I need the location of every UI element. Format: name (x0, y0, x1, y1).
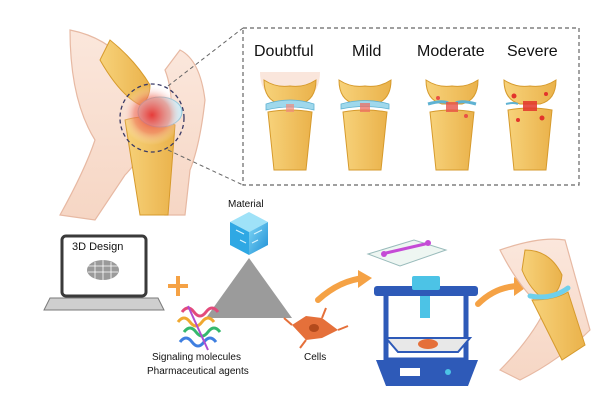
bioprinter-icon (374, 276, 478, 386)
laptop-icon (43, 234, 165, 311)
cells-label: Cells (304, 352, 327, 363)
scaffold-chip-icon (366, 239, 448, 267)
protein-structure-icon (176, 305, 222, 351)
stage-label-moderate: Moderate (417, 43, 485, 60)
signaling-label: Signaling molecules (152, 352, 241, 363)
knee-illustration-top (59, 29, 206, 221)
arrow-to-knee-head (514, 277, 528, 296)
knee-stage-mild (338, 79, 392, 171)
bioink-triangle (206, 258, 292, 318)
knee-stage-severe (503, 79, 557, 171)
callout-line-top (167, 27, 244, 87)
cell-icon (283, 307, 349, 349)
stage-label-doubtful: Doubtful (254, 43, 314, 60)
knee-stage-moderate (425, 79, 479, 171)
arrow-to-printer (315, 275, 368, 303)
stage-label-severe: Severe (507, 43, 558, 60)
material-label: Material (228, 199, 264, 210)
pharma-label: Pharmaceutical agents (147, 366, 249, 377)
plus-icon (168, 276, 188, 296)
stage-label-mild: Mild (352, 43, 382, 60)
knee-stage-doubtful (260, 72, 320, 171)
design-label: 3D Design (72, 241, 124, 253)
material-cube-icon (230, 212, 268, 255)
mesh-model-icon (87, 260, 119, 281)
repaired-knee-illustration (498, 238, 591, 381)
arrow-to-knee (475, 283, 523, 307)
arrow-to-printer-head (358, 270, 372, 288)
oa-stages-panel (242, 27, 580, 186)
